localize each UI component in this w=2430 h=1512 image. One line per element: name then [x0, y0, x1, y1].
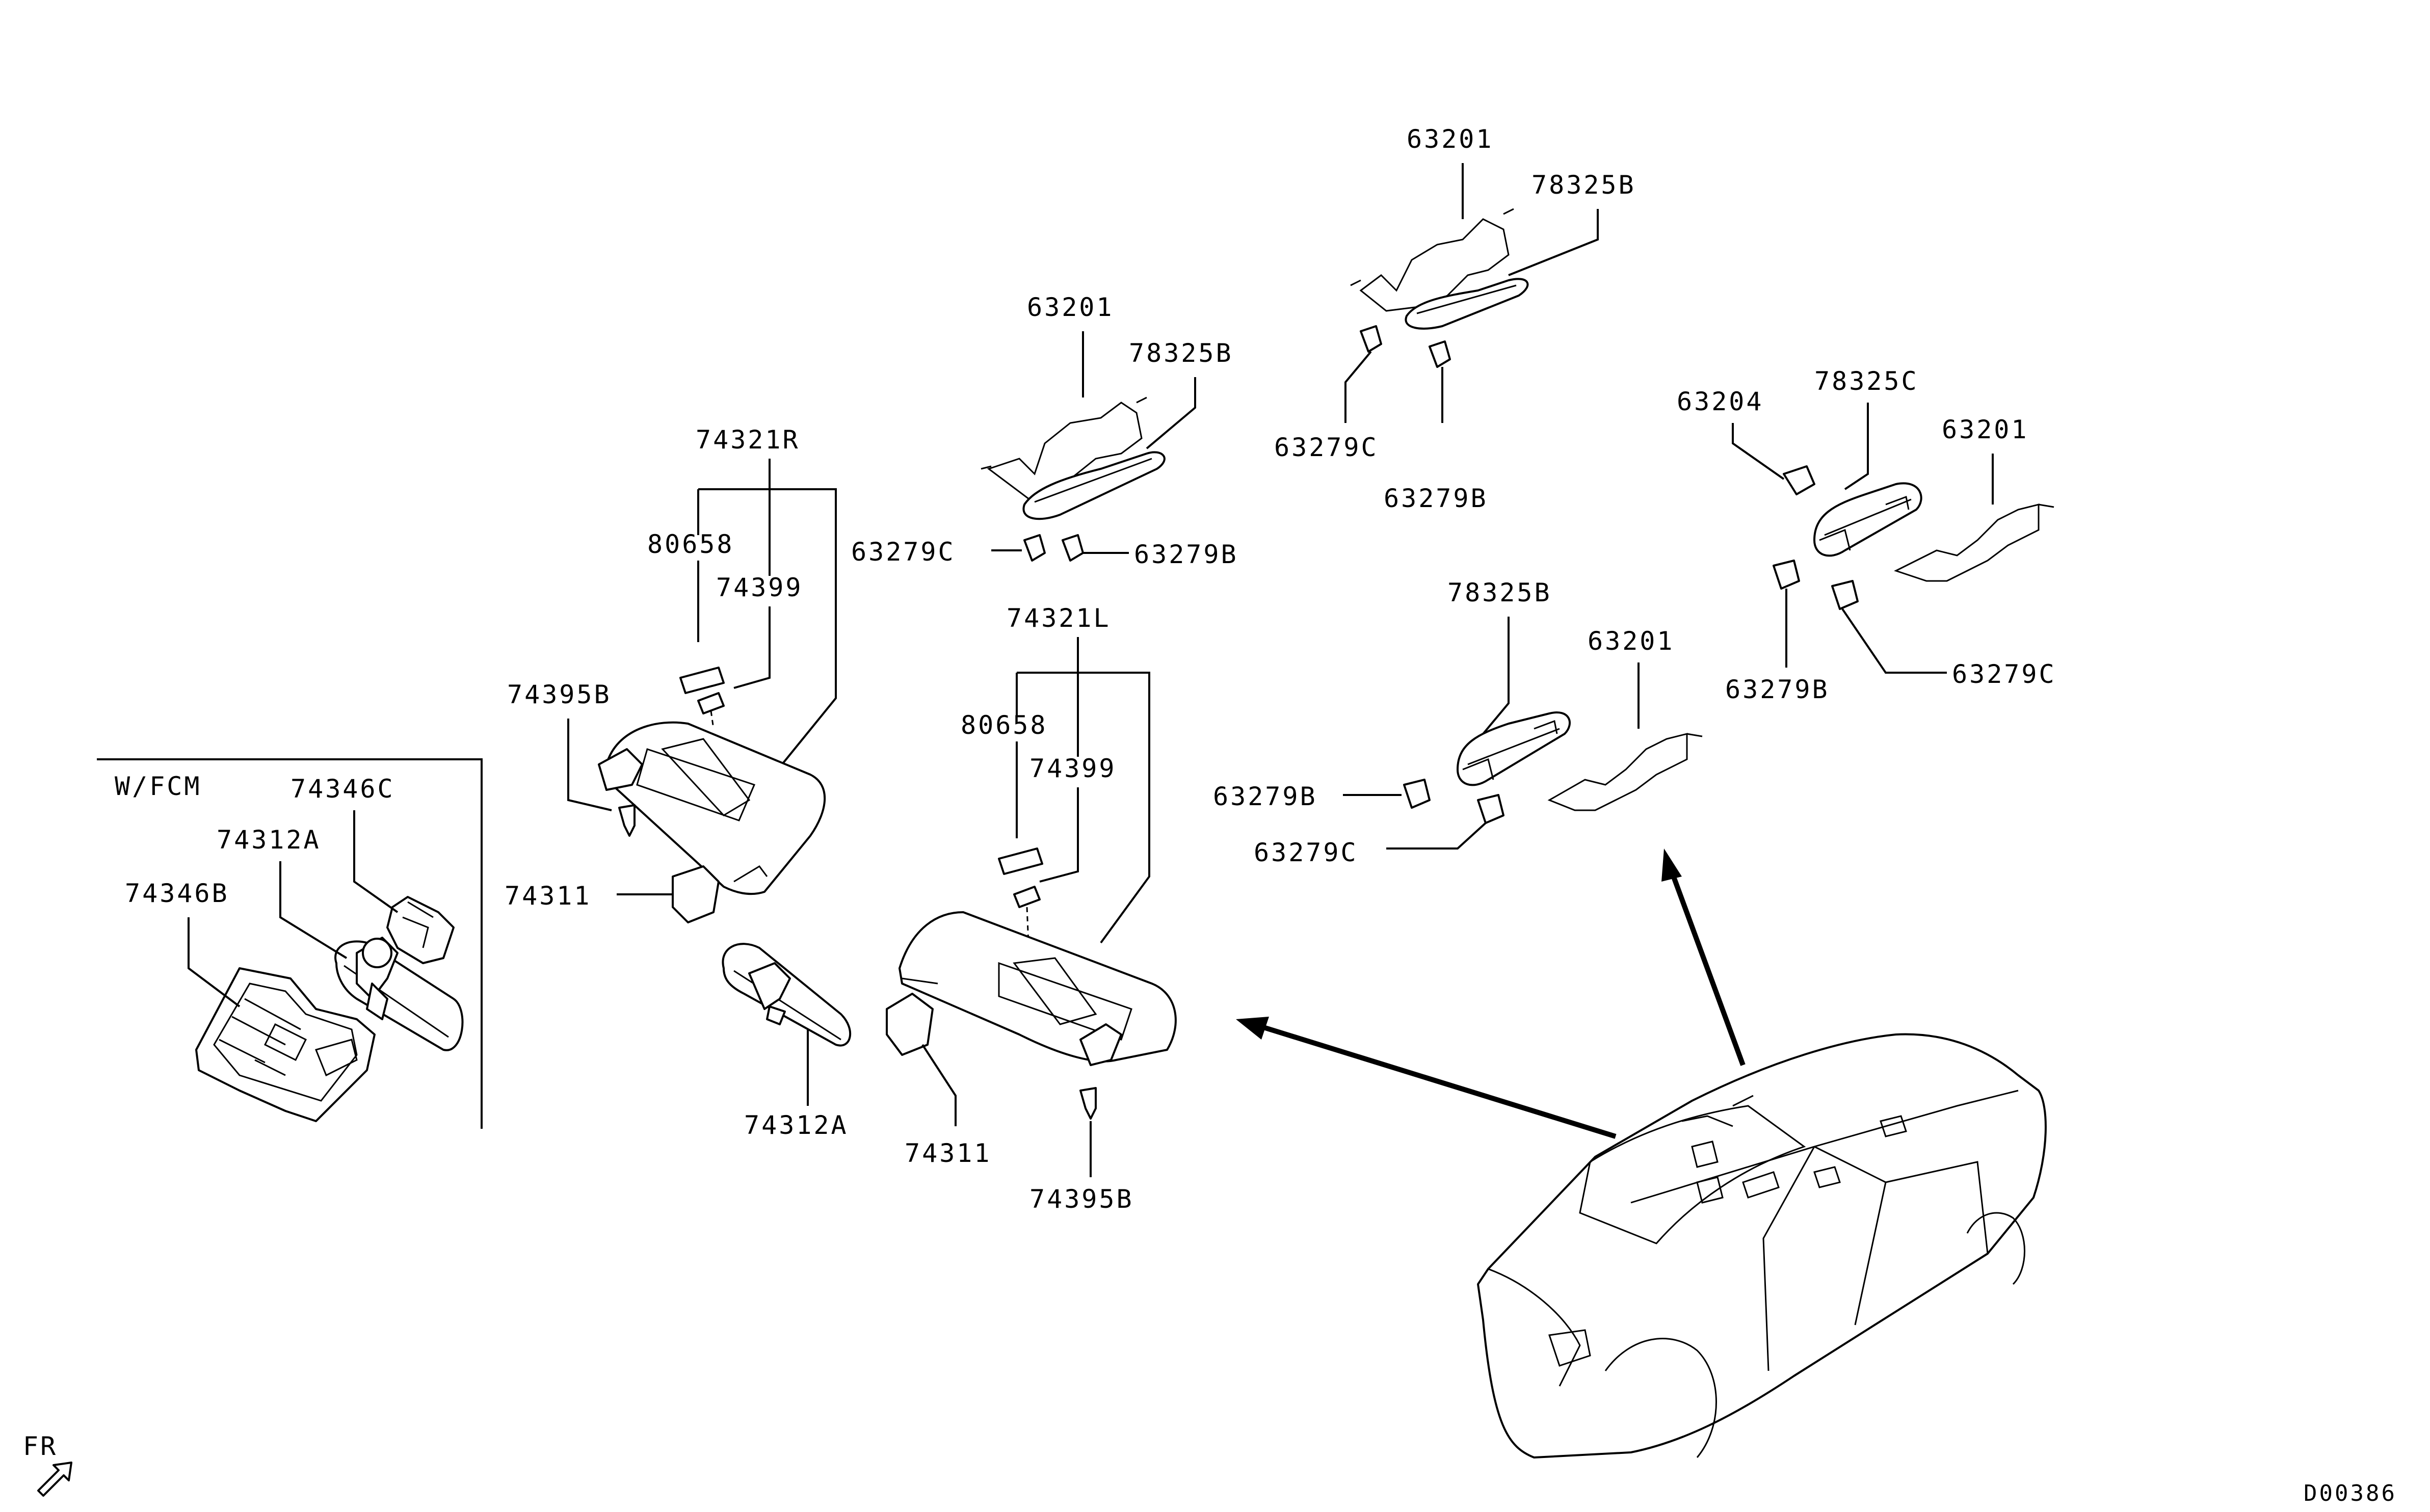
visor-holder-l: [886, 993, 934, 1056]
vehicle-outline: [1477, 1033, 2047, 1458]
label-74395B-r: 74395B: [507, 680, 612, 709]
sun-visor-right-group: 74321R 80658 74399 74395B 74311: [505, 425, 837, 923]
label-63279C-low: 63279C: [1254, 838, 1358, 867]
clip-63279B-right: [1773, 560, 1800, 590]
clip-63279B-mid: [1062, 534, 1084, 562]
visor-screw-r: [618, 804, 636, 837]
sun-visor-right: [598, 721, 826, 895]
fr-arrow-icon: [37, 1462, 72, 1497]
label-80658-l: 80658: [961, 710, 1048, 740]
clip-63279C-top: [1360, 325, 1382, 353]
fr-label: FR: [23, 1431, 58, 1461]
label-63201-top: 63201: [1407, 124, 1494, 154]
label-74321L: 74321L: [1007, 603, 1111, 633]
label-63279C-right: 63279C: [1952, 659, 2056, 689]
assist-grip-top-group: 63201 78325B 63279C 63279B: [1274, 124, 1636, 513]
label-63279B-right: 63279B: [1725, 675, 1830, 704]
assist-grip-low-group: 78325B 63201 63279B 63279C: [1213, 578, 1703, 867]
label-74395B-l: 74395B: [1029, 1184, 1134, 1214]
label-74312A: 74312A: [744, 1110, 849, 1140]
clip-63279C-low: [1477, 794, 1504, 824]
label-63279B-mid: 63279B: [1134, 540, 1238, 569]
visor-screw-l: [1079, 1087, 1097, 1120]
callout-arrows: [1236, 848, 1746, 1139]
assist-grip-top: [1405, 278, 1529, 330]
grip-bracket-low: [1547, 733, 1703, 811]
rear-view-mirror: [722, 943, 851, 1047]
vanity-lamp-r: [697, 692, 725, 714]
inset-mirror: [334, 937, 464, 1051]
label-63279C-mid: 63279C: [851, 537, 956, 567]
label-74311-l: 74311: [905, 1138, 992, 1168]
label-74311-r: 74311: [505, 881, 592, 911]
label-63201-low: 63201: [1588, 626, 1675, 656]
assist-grip-mid: [1022, 451, 1166, 520]
sun-visor-left-group: 74321L 80658 74399 74311 74395B: [886, 603, 1177, 1214]
rear-view-mirror-group: 74312A: [722, 943, 851, 1140]
label-74312A-inset: 74312A: [217, 825, 321, 855]
label-80658-r: 80658: [647, 529, 734, 559]
vanity-lamp-l: [1013, 886, 1041, 908]
clip-63279C-right: [1831, 580, 1859, 610]
label-78325C: 78325C: [1814, 366, 1919, 396]
front-direction-indicator: FR: [23, 1431, 72, 1497]
label-63279B-top: 63279B: [1384, 484, 1488, 513]
sun-visor-left: [899, 911, 1177, 1066]
nut-63204: [1783, 465, 1815, 495]
label-74321R: 74321R: [696, 425, 800, 455]
inset-title: W/FCM: [115, 772, 202, 801]
assist-grip-low: [1457, 711, 1571, 786]
fcm-bracket: [386, 896, 455, 964]
label-78325B-low: 78325B: [1447, 578, 1552, 607]
label-63204: 63204: [1677, 387, 1764, 416]
label-63201-mid: 63201: [1027, 293, 1114, 322]
inset-wfcm: W/FCM 74346B 74312A 74346C: [97, 758, 483, 1129]
visor-holder-r: [672, 865, 720, 923]
grip-bracket-right: [1894, 503, 2054, 582]
label-63279B-low: 63279B: [1213, 782, 1317, 811]
label-78325B-mid: 78325B: [1129, 338, 1233, 368]
label-74346C: 74346C: [290, 774, 395, 804]
label-63279C-top: 63279C: [1274, 433, 1379, 462]
assist-grip-right-group: 63204 78325C 63201 63279B 63279C: [1677, 366, 2056, 704]
clip-63279C-mid: [1023, 534, 1046, 562]
label-74399-l: 74399: [1029, 754, 1117, 783]
label-74346B: 74346B: [125, 879, 229, 908]
label-74399-r: 74399: [716, 573, 803, 602]
assist-grip-mid-group: 63201 78325B 63279C 63279B: [851, 293, 1238, 569]
label-63201-right: 63201: [1942, 415, 2029, 444]
overhead-console: [195, 967, 376, 1122]
vanity-mirror-cover-l: [998, 847, 1043, 875]
clip-63279B-low: [1403, 779, 1431, 809]
vanity-mirror-cover-r: [679, 667, 725, 694]
label-78325B-top: 78325B: [1531, 170, 1636, 200]
clip-63279B-top: [1429, 340, 1451, 368]
diagram-code: D00386: [2304, 1480, 2397, 1506]
assist-grip-right: [1813, 482, 1922, 557]
